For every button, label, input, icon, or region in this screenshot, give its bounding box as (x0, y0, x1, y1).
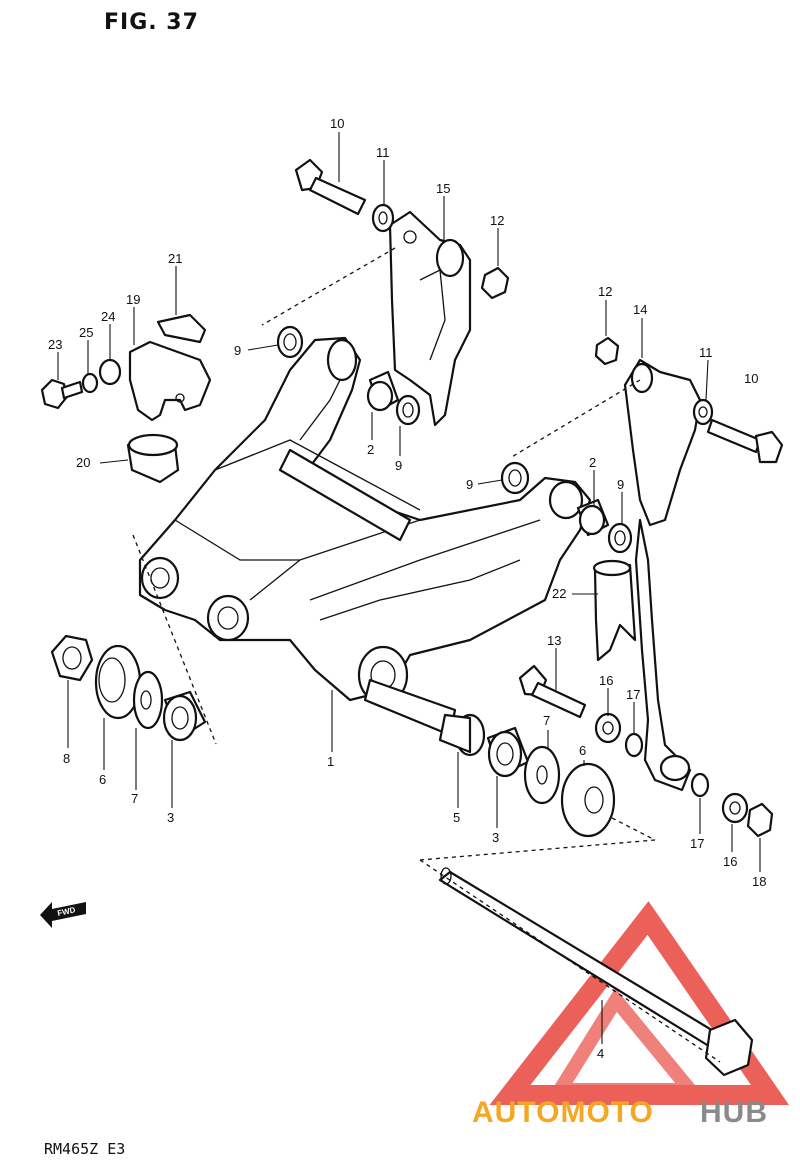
nut-12-left (480, 266, 510, 300)
label-13: 13 (547, 633, 561, 648)
alignment-lines (132, 247, 721, 1063)
label-12-left: 12 (490, 213, 504, 228)
watermark-word-b: HUB (700, 1096, 768, 1129)
collar-16-lower (721, 792, 749, 824)
label-2-a: 2 (367, 442, 374, 457)
label-9-b: 9 (395, 458, 402, 473)
label-16-lower: 16 (723, 854, 737, 869)
figure-title: FIG. 37 (104, 10, 199, 35)
dust-seal-9a (276, 325, 304, 359)
label-1: 1 (327, 754, 334, 769)
label-19: 19 (126, 292, 140, 307)
label-10-left: 10 (330, 116, 344, 131)
oring-17-lower (690, 772, 710, 798)
link-plate-left (388, 210, 472, 427)
label-20: 20 (76, 455, 90, 470)
bracket-19 (128, 340, 212, 422)
nut-8 (50, 634, 94, 682)
bolt-13 (518, 664, 587, 719)
oring-17-upper (624, 732, 644, 758)
label-2-b: 2 (589, 455, 596, 470)
label-24: 24 (101, 309, 115, 324)
washer-7-left (132, 670, 164, 730)
drawing-reference-code: RM465Z E3 (44, 1140, 126, 1158)
label-21: 21 (168, 251, 182, 266)
collar-16-upper (594, 712, 622, 744)
bushing-2a (366, 370, 400, 412)
dust-seal-9d (607, 522, 633, 554)
washer-11-right (692, 398, 714, 426)
cap-6-right (560, 762, 616, 838)
label-25: 25 (79, 325, 93, 340)
label-3-right: 3 (492, 830, 499, 845)
forward-arrow-label: FWD (57, 905, 77, 918)
buffer-20 (126, 433, 180, 484)
label-9-c: 9 (466, 477, 473, 492)
label-17-lower: 17 (690, 836, 704, 851)
label-17-upper: 17 (626, 687, 640, 702)
nut-12-right (594, 336, 620, 366)
nut-18 (746, 802, 774, 838)
label-15: 15 (436, 181, 450, 196)
label-7-left: 7 (131, 791, 138, 806)
washer-11-left (371, 203, 395, 233)
label-6-right: 6 (579, 743, 586, 758)
bushing-2b (576, 498, 610, 537)
washer-7-right (523, 745, 561, 805)
bearing-3-left (162, 690, 207, 742)
pivot-collar (363, 678, 486, 757)
label-22: 22 (552, 586, 566, 601)
part-labels: 10 11 15 12 21 19 24 25 23 9 2 9 20 12 1… (48, 116, 766, 1061)
dust-seal-9b (395, 394, 421, 426)
label-16-upper: 16 (599, 673, 613, 688)
watermark-logo (489, 901, 790, 1105)
watermark-wordmark: AUTOMOTO HUB (472, 1096, 768, 1129)
label-18: 18 (752, 874, 766, 889)
label-11-left: 11 (376, 145, 390, 160)
label-3-left: 3 (167, 810, 174, 825)
label-12-right: 12 (598, 284, 612, 299)
chain-slider-21 (156, 313, 207, 344)
bolt-23 (40, 378, 84, 410)
label-10-right: 10 (744, 371, 758, 386)
label-9-d: 9 (617, 477, 624, 492)
leader-lines (57, 132, 761, 1044)
washer-24 (98, 358, 122, 386)
label-8: 8 (63, 751, 70, 766)
label-4: 4 (597, 1046, 604, 1061)
label-14: 14 (633, 302, 647, 317)
spacer-sleeve (592, 559, 637, 662)
bearing-3-right (486, 726, 530, 778)
label-7-right: 7 (543, 713, 550, 728)
link-plate-right (623, 358, 702, 792)
label-11-right: 11 (699, 345, 713, 360)
swingarm-body (138, 336, 592, 705)
bolt-10-right (706, 418, 784, 464)
washer-25 (81, 372, 99, 394)
label-23: 23 (48, 337, 62, 352)
pivot-bolt (438, 867, 754, 1077)
label-5: 5 (453, 810, 460, 825)
watermark-word-a: AUTOMOTO (472, 1096, 654, 1129)
dust-seal-9c (500, 461, 530, 495)
label-6-left: 6 (99, 772, 106, 787)
bolt-10-left (294, 158, 367, 216)
label-9-a: 9 (234, 343, 241, 358)
forward-arrow-icon: FWD (40, 902, 86, 928)
